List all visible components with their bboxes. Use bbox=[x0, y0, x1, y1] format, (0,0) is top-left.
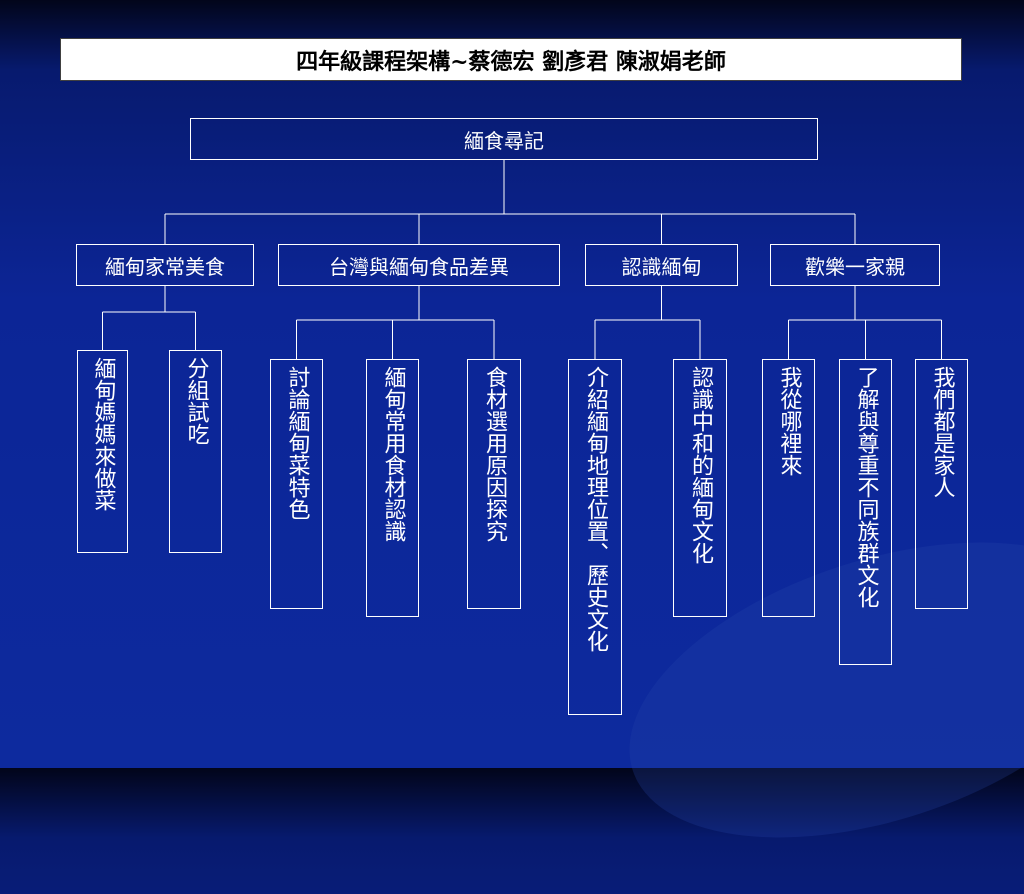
leaf-node-label: 了解與尊重不同族群文化 bbox=[853, 366, 879, 608]
leaf-node-label: 緬甸媽媽來做菜 bbox=[90, 357, 116, 511]
leaf-node: 我們都是家人 bbox=[915, 359, 968, 609]
leaf-node-label: 介紹緬甸地理位置、歷史文化 bbox=[583, 366, 608, 652]
leaf-node: 食材選用原因探究 bbox=[467, 359, 521, 609]
leaf-node: 緬甸常用食材認識 bbox=[366, 359, 419, 617]
root-node: 緬食尋記 bbox=[190, 118, 818, 160]
branch-node-label: 緬甸家常美食 bbox=[105, 254, 225, 279]
leaf-node-label: 緬甸常用食材認識 bbox=[380, 366, 406, 542]
branch-node: 歡樂一家親 bbox=[770, 244, 940, 286]
leaf-node: 介紹緬甸地理位置、歷史文化 bbox=[568, 359, 622, 715]
leaf-node-label: 分組試吃 bbox=[183, 357, 209, 445]
root-node-label: 緬食尋記 bbox=[464, 128, 544, 153]
leaf-node-label: 我們都是家人 bbox=[929, 366, 955, 498]
branch-node-label: 歡樂一家親 bbox=[805, 254, 905, 279]
leaf-node: 我從哪裡來 bbox=[762, 359, 815, 617]
branch-node-label: 台灣與緬甸食品差異 bbox=[329, 254, 509, 279]
branch-node: 緬甸家常美食 bbox=[76, 244, 254, 286]
leaf-node-label: 食材選用原因探究 bbox=[482, 366, 507, 542]
leaf-node-label: 認識中和的緬甸文化 bbox=[688, 366, 713, 564]
leaf-node-label: 討論緬甸菜特色 bbox=[284, 366, 310, 520]
org-chart-connectors bbox=[0, 0, 1024, 768]
page-title: 四年級課程架構~蔡德宏 劉彥君 陳淑娟老師 bbox=[60, 38, 962, 81]
leaf-node-label: 我從哪裡來 bbox=[776, 366, 802, 476]
leaf-node: 分組試吃 bbox=[169, 350, 222, 553]
branch-node: 認識緬甸 bbox=[585, 244, 738, 286]
leaf-node: 了解與尊重不同族群文化 bbox=[839, 359, 892, 665]
branch-node-label: 認識緬甸 bbox=[621, 254, 702, 279]
leaf-node: 緬甸媽媽來做菜 bbox=[77, 350, 128, 553]
leaf-node: 討論緬甸菜特色 bbox=[270, 359, 323, 609]
branch-node: 台灣與緬甸食品差異 bbox=[278, 244, 560, 286]
leaf-node: 認識中和的緬甸文化 bbox=[673, 359, 727, 617]
